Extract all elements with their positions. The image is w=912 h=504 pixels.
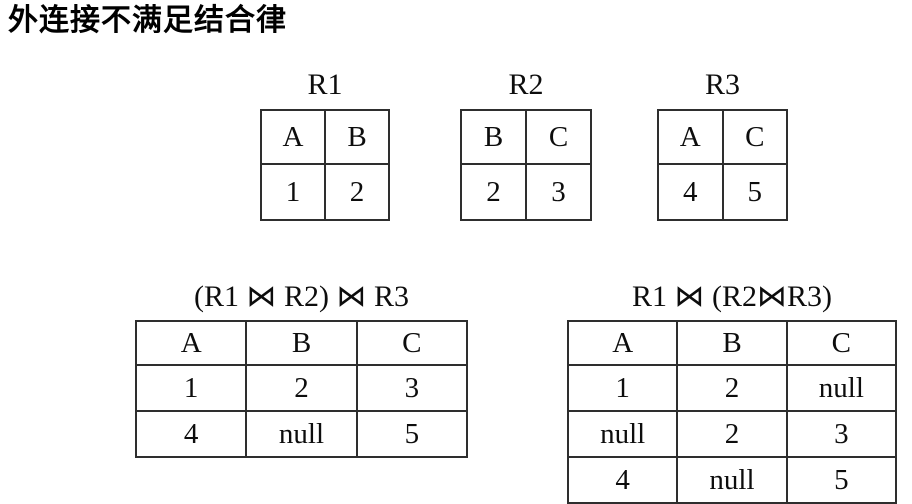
table-cell: null bbox=[785, 364, 898, 412]
column-header: C bbox=[785, 320, 898, 366]
column-header: A bbox=[657, 109, 724, 165]
table-cell: 4 bbox=[566, 456, 679, 504]
table-cell: 1 bbox=[260, 163, 326, 221]
table-cell: 2 bbox=[676, 410, 788, 458]
table-caption: R1 bbox=[307, 68, 343, 101]
column-header: C bbox=[355, 320, 469, 366]
table-cell: 3 bbox=[525, 163, 592, 221]
column-header: C bbox=[525, 109, 592, 165]
table-cell: 5 bbox=[721, 163, 788, 221]
page-title: 外连接不满足结合律 bbox=[8, 3, 287, 38]
table-cell: 4 bbox=[134, 410, 248, 458]
table-cell: null bbox=[676, 456, 788, 504]
table-cell: 2 bbox=[245, 364, 358, 412]
table-cell: 2 bbox=[460, 163, 527, 221]
column-header: B bbox=[460, 109, 527, 165]
table-cell: 5 bbox=[785, 456, 898, 504]
table-cell: 3 bbox=[785, 410, 898, 458]
table-caption: R2 bbox=[508, 68, 544, 101]
table-cell: 1 bbox=[566, 364, 679, 412]
table-cell: 4 bbox=[657, 163, 724, 221]
column-header: A bbox=[260, 109, 326, 165]
table-caption: R1 ⋈ (R2⋈R3) bbox=[631, 280, 832, 313]
column-header: B bbox=[324, 109, 390, 165]
column-header: B bbox=[676, 320, 788, 366]
table-cell: 2 bbox=[676, 364, 788, 412]
table-cell: 5 bbox=[355, 410, 469, 458]
table-cell: 1 bbox=[134, 364, 248, 412]
table-cell: null bbox=[566, 410, 679, 458]
column-header: A bbox=[134, 320, 248, 366]
table-cell: 2 bbox=[324, 163, 390, 221]
table-cell: null bbox=[245, 410, 358, 458]
table-cell: 3 bbox=[355, 364, 469, 412]
table-caption: (R1 ⋈ R2) ⋈ R3 bbox=[193, 280, 409, 313]
table-caption: R3 bbox=[704, 68, 740, 101]
column-header: B bbox=[245, 320, 358, 366]
column-header: C bbox=[721, 109, 788, 165]
column-header: A bbox=[566, 320, 679, 366]
